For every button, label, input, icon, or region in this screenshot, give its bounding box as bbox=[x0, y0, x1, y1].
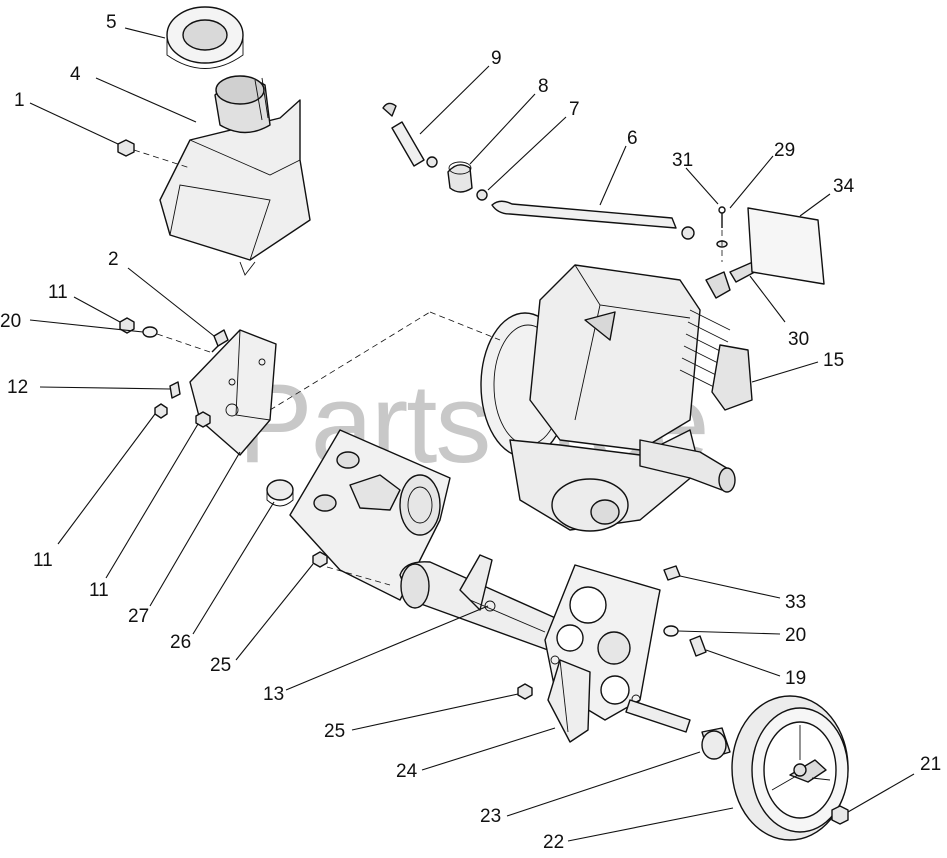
callout-24: 24 bbox=[396, 761, 418, 782]
callout-4: 4 bbox=[70, 64, 81, 85]
callout-22: 22 bbox=[543, 832, 564, 853]
callout-2: 2 bbox=[108, 249, 119, 270]
callout-7: 7 bbox=[569, 99, 580, 120]
callout-11: 11 bbox=[33, 550, 53, 571]
callout-6: 6 bbox=[627, 128, 638, 149]
callout-11: 11 bbox=[89, 580, 109, 601]
axle-tube bbox=[399, 554, 561, 651]
callout-34: 34 bbox=[833, 176, 855, 197]
fuel-line-assembly bbox=[382, 102, 695, 240]
callout-9: 9 bbox=[491, 48, 502, 69]
fuel-tank bbox=[159, 75, 311, 276]
leader-lines bbox=[29, 27, 915, 842]
mounting-bracket bbox=[119, 317, 277, 456]
callout-5: 5 bbox=[106, 12, 117, 33]
axle bbox=[625, 699, 731, 760]
callout-19: 19 bbox=[785, 668, 806, 689]
nut-25b bbox=[517, 683, 533, 700]
callout-labels: 5 4 1 9 8 7 6 31 29 34 30 15 2 11 20 12 … bbox=[0, 12, 941, 853]
nut-1 bbox=[117, 139, 191, 169]
callout-13: 13 bbox=[263, 684, 284, 705]
callout-27: 27 bbox=[128, 606, 149, 627]
callout-31: 31 bbox=[672, 150, 693, 171]
wheel-bracket bbox=[547, 659, 591, 743]
callout-30: 30 bbox=[788, 329, 809, 350]
callout-26: 26 bbox=[170, 632, 191, 653]
callout-25: 25 bbox=[210, 655, 231, 676]
callout-33: 33 bbox=[785, 592, 806, 613]
callout-8: 8 bbox=[538, 76, 549, 97]
callout-20: 20 bbox=[0, 311, 21, 332]
fuel-cap bbox=[166, 6, 244, 69]
nut-25a bbox=[312, 551, 328, 568]
callout-15: 15 bbox=[823, 350, 844, 371]
control-bits bbox=[716, 206, 825, 285]
nut-21 bbox=[831, 805, 849, 825]
callout-12: 12 bbox=[7, 377, 28, 398]
engine bbox=[480, 264, 753, 532]
wheel bbox=[731, 695, 849, 841]
callout-21: 21 bbox=[920, 754, 941, 775]
roller bbox=[266, 479, 294, 507]
callout-20: 20 bbox=[785, 625, 806, 646]
callout-11: 11 bbox=[48, 282, 68, 303]
callout-1: 1 bbox=[14, 90, 25, 111]
callout-29: 29 bbox=[774, 140, 795, 161]
callout-25: 25 bbox=[324, 721, 345, 742]
mounting-plate bbox=[289, 429, 451, 601]
callout-23: 23 bbox=[480, 806, 501, 827]
